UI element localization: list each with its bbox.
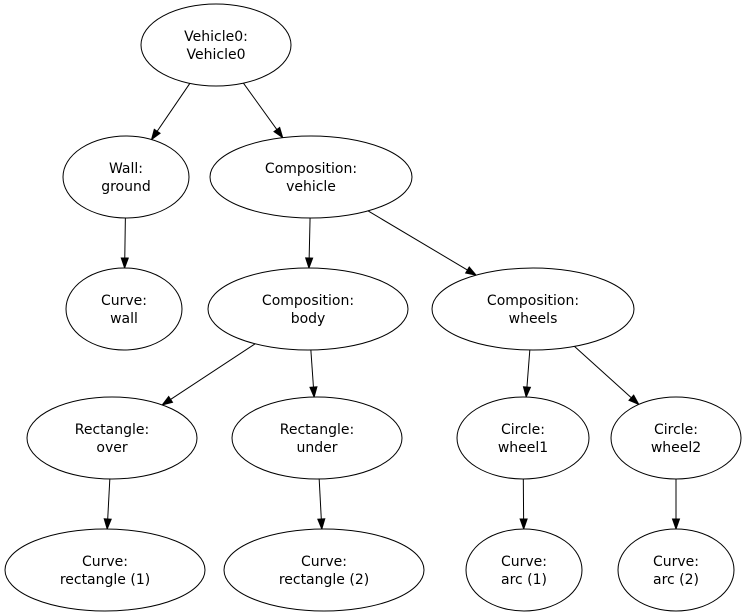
- node-label-wall-ground-line2: ground: [101, 179, 151, 195]
- edge-line: [526, 349, 531, 388]
- node-ellipse-curve-wall: [65, 267, 183, 351]
- arrowhead-icon: [150, 128, 161, 141]
- node-label-curve-arc-1-line2: arc (1): [501, 572, 547, 588]
- edge-line: [367, 210, 468, 271]
- node-label-curve-rectangle-2-line1: Curve:: [301, 554, 347, 570]
- arrowhead-icon: [464, 266, 478, 276]
- node-ellipse-curve-rectangle-1: [4, 528, 206, 612]
- node-curve-wall: Curve: wall: [65, 267, 183, 351]
- node-label-wall-ground-line1: Wall:: [109, 161, 143, 177]
- node-composition-wheels: Composition: wheels: [431, 267, 635, 351]
- node-rectangle-over: Rectangle: over: [26, 396, 198, 480]
- edge-circle-wheel2-to-curve-arc-2: [671, 479, 681, 531]
- node-ellipse-curve-arc-2: [617, 528, 735, 612]
- edge-wall-ground-to-curve-wall: [120, 217, 129, 270]
- node-label-rectangle-under-line1: Rectangle:: [280, 422, 354, 438]
- node-ellipse-composition-vehicle: [209, 135, 413, 219]
- node-label-composition-wheels-line1: Composition:: [487, 293, 579, 309]
- node-label-curve-arc-1-line1: Curve:: [501, 554, 547, 570]
- node-label-curve-arc-2-line1: Curve:: [653, 554, 699, 570]
- node-label-composition-body-line1: Composition:: [262, 293, 354, 309]
- edge-rectangle-under-to-curve-rectangle-2: [317, 478, 326, 531]
- node-label-vehicle0-line2: Vehicle0: [187, 47, 246, 63]
- node-composition-vehicle: Composition: vehicle: [209, 135, 413, 219]
- edge-vehicle0-to-composition-vehicle: [243, 82, 284, 139]
- node-label-circle-wheel1-line1: Circle:: [501, 422, 545, 438]
- arrowhead-icon: [103, 518, 112, 531]
- arrowhead-icon: [120, 257, 129, 270]
- node-label-composition-wheels-line2: wheels: [509, 311, 558, 327]
- arrowhead-icon: [628, 394, 640, 406]
- edge-line: [170, 343, 256, 400]
- node-label-circle-wheel1-line2: wheel1: [498, 440, 548, 456]
- node-composition-body: Composition: body: [207, 267, 409, 351]
- node-ellipse-vehicle0: [140, 3, 292, 87]
- edge-vehicle0-to-wall-ground: [150, 83, 191, 141]
- node-ellipse-composition-body: [207, 267, 409, 351]
- node-label-composition-vehicle-line1: Composition:: [265, 161, 357, 177]
- node-circle-wheel1: Circle: wheel1: [456, 396, 590, 480]
- node-curve-rectangle-1: Curve: rectangle (1): [4, 528, 206, 612]
- edge-composition-wheels-to-circle-wheel2: [574, 346, 640, 406]
- edge-line: [124, 217, 126, 259]
- node-ellipse-curve-arc-1: [465, 528, 583, 612]
- node-label-rectangle-over-line2: over: [96, 440, 127, 456]
- node-label-curve-arc-2-line2: arc (2): [653, 572, 699, 588]
- node-ellipse-rectangle-over: [26, 396, 198, 480]
- node-label-vehicle0-line1: Vehicle0:: [184, 29, 248, 45]
- node-label-curve-rectangle-2-line2: rectangle (2): [279, 572, 369, 588]
- node-vehicle0: Vehicle0: Vehicle0: [140, 3, 292, 87]
- edge-circle-wheel1-to-curve-arc-1: [519, 478, 528, 531]
- edge-composition-vehicle-to-composition-body: [304, 217, 314, 270]
- node-label-circle-wheel2-line1: Circle:: [654, 422, 698, 438]
- node-ellipse-rectangle-under: [231, 396, 403, 480]
- arrowhead-icon: [160, 395, 174, 406]
- edge-line: [243, 82, 278, 130]
- node-curve-rectangle-2: Curve: rectangle (2): [223, 528, 425, 612]
- edge-composition-body-to-rectangle-under: [309, 349, 318, 399]
- arrowhead-icon: [309, 386, 318, 399]
- edge-line: [156, 83, 191, 132]
- arrowhead-icon: [304, 257, 314, 270]
- node-label-curve-rectangle-1-line2: rectangle (1): [60, 572, 150, 588]
- node-ellipse-circle-wheel1: [456, 396, 590, 480]
- node-label-composition-body-line2: body: [291, 311, 326, 327]
- node-ellipse-composition-wheels: [431, 267, 635, 351]
- edge-line: [310, 349, 314, 388]
- node-ellipse-wall-ground: [62, 135, 190, 219]
- edge-line: [574, 346, 632, 399]
- edge-line: [318, 478, 322, 520]
- node-label-curve-rectangle-1-line1: Curve:: [82, 554, 128, 570]
- node-label-curve-wall-line2: wall: [110, 311, 138, 327]
- node-curve-arc-1: Curve: arc (1): [465, 528, 583, 612]
- node-ellipse-circle-wheel2: [610, 396, 742, 480]
- edge-composition-body-to-rectangle-over: [160, 343, 256, 406]
- node-label-circle-wheel2-line2: wheel2: [651, 440, 701, 456]
- edge-line: [107, 478, 111, 520]
- arrowhead-icon: [522, 386, 532, 399]
- edge-line: [308, 217, 311, 259]
- node-circle-wheel2: Circle: wheel2: [610, 396, 742, 480]
- arrowhead-icon: [273, 126, 284, 139]
- arrowhead-icon: [519, 518, 528, 531]
- node-label-curve-wall-line1: Curve:: [101, 293, 147, 309]
- node-curve-arc-2: Curve: arc (2): [617, 528, 735, 612]
- node-label-composition-vehicle-line2: vehicle: [286, 179, 336, 195]
- node-rectangle-under: Rectangle: under: [231, 396, 403, 480]
- arrowhead-icon: [317, 518, 326, 531]
- node-label-rectangle-over-line1: Rectangle:: [75, 422, 149, 438]
- node-ellipse-curve-rectangle-2: [223, 528, 425, 612]
- node-wall-ground: Wall: ground: [62, 135, 190, 219]
- edge-composition-wheels-to-circle-wheel1: [522, 349, 532, 399]
- edge-rectangle-over-to-curve-rectangle-1: [103, 478, 112, 531]
- node-label-rectangle-under-line2: under: [296, 440, 337, 456]
- edge-composition-vehicle-to-composition-wheels: [367, 210, 478, 276]
- arrowhead-icon: [671, 518, 681, 531]
